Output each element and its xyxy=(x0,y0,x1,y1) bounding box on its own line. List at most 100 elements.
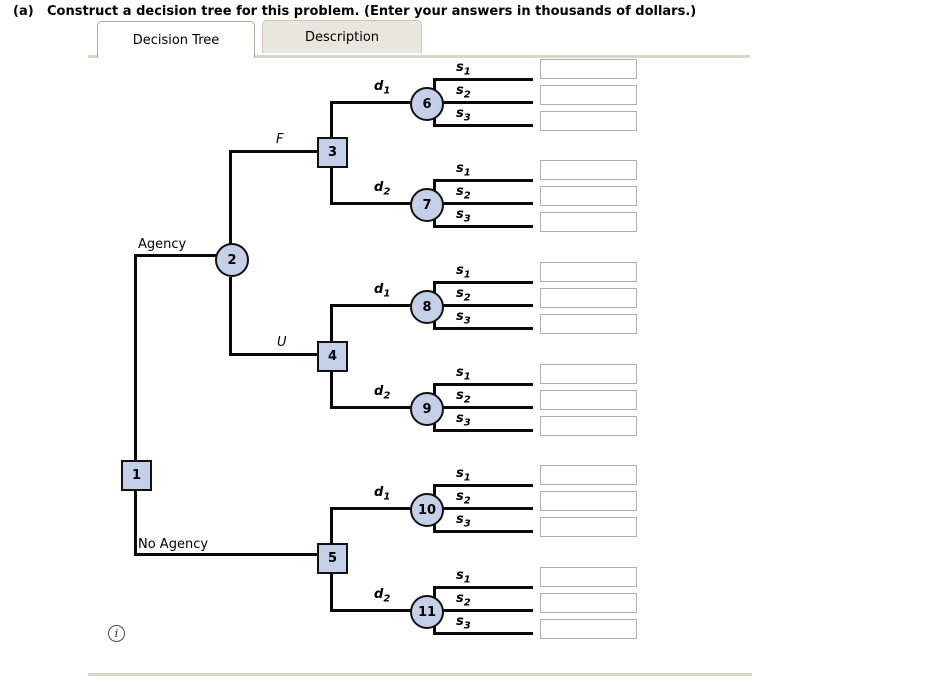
branch-line-noagency-h xyxy=(134,553,318,556)
branch-label-agency: Agency xyxy=(138,237,187,252)
chance-node-10: 10 xyxy=(410,493,444,527)
tab-decision-tree-label: Decision Tree xyxy=(132,32,220,48)
tab-description[interactable]: Description xyxy=(262,20,422,53)
branch-line-s2 xyxy=(433,609,533,612)
answer-input-node10-s1[interactable] xyxy=(540,465,637,485)
branch-line-s1 xyxy=(433,586,533,589)
answer-input-node8-s3[interactable] xyxy=(540,314,637,334)
answer-input-node10-s2[interactable] xyxy=(540,491,637,511)
branch-line-d2 xyxy=(330,609,428,612)
branch-line-s1 xyxy=(433,484,533,487)
branch-line-s3 xyxy=(433,124,533,127)
branch-label-s1: s1 xyxy=(456,161,471,179)
answer-input-node8-s2[interactable] xyxy=(540,288,637,308)
chance-node-8: 8 xyxy=(410,290,444,324)
branch-line-s1 xyxy=(433,179,533,182)
branch-label-s1: s1 xyxy=(456,568,471,586)
branch-label-s2: s2 xyxy=(456,489,471,507)
decision-node-4: 4 xyxy=(317,341,348,372)
branch-label-s2: s2 xyxy=(456,184,471,202)
answer-input-node8-s1[interactable] xyxy=(540,262,637,282)
branch-line-s3 xyxy=(433,327,533,330)
branch-label-s1: s1 xyxy=(456,466,471,484)
branch-line-f-v xyxy=(229,150,232,244)
branch-line-n5-d2-v xyxy=(330,573,333,611)
branch-line-agency-h xyxy=(134,254,218,257)
branch-label-s1: s1 xyxy=(456,365,471,383)
branch-label-d2: d2 xyxy=(374,384,391,402)
branch-label-d1: d1 xyxy=(374,282,391,300)
branch-label-d1: d1 xyxy=(374,485,391,503)
branch-line-u-v xyxy=(229,277,232,355)
branch-label-s2: s2 xyxy=(456,83,471,101)
branch-line-u-h xyxy=(229,353,318,356)
chance-node-7: 7 xyxy=(410,188,444,222)
branch-label-d2: d2 xyxy=(374,587,391,605)
branch-label-s3: s3 xyxy=(456,411,471,429)
branch-line-f-h xyxy=(229,150,318,153)
branch-line-d1 xyxy=(330,304,428,307)
answer-input-node7-s3[interactable] xyxy=(540,212,637,232)
branch-label-s3: s3 xyxy=(456,614,471,632)
branch-line-d2 xyxy=(330,202,428,205)
answer-input-node7-s2[interactable] xyxy=(540,186,637,206)
answer-input-node6-s1[interactable] xyxy=(540,59,637,79)
branch-line-n3-d2-v xyxy=(330,167,333,204)
branch-line-n5-d1-v xyxy=(330,507,333,544)
chance-node-2: 2 xyxy=(215,243,249,277)
branch-line-s2 xyxy=(433,406,533,409)
branch-label-s3: s3 xyxy=(456,309,471,327)
branch-line-d2 xyxy=(330,406,428,409)
branch-line-n4-d1-v xyxy=(330,304,333,342)
branch-label-s2: s2 xyxy=(456,591,471,609)
answer-input-node6-s2[interactable] xyxy=(540,85,637,105)
branch-line-s3 xyxy=(433,632,533,635)
answer-input-node6-s3[interactable] xyxy=(540,111,637,131)
bottom-divider xyxy=(88,673,752,676)
chance-node-9: 9 xyxy=(410,392,444,426)
answer-input-node11-s3[interactable] xyxy=(540,619,637,639)
answer-input-node9-s3[interactable] xyxy=(540,416,637,436)
branch-label-s3: s3 xyxy=(456,207,471,225)
branch-line-n4-d2-v xyxy=(330,371,333,409)
info-icon[interactable]: i xyxy=(108,625,125,642)
decision-node-1: 1 xyxy=(121,460,152,491)
chance-node-6: 6 xyxy=(410,87,444,121)
branch-line-d1 xyxy=(330,507,428,510)
branch-label-d1: d1 xyxy=(374,79,391,97)
branch-label-s3: s3 xyxy=(456,512,471,530)
branch-line-s1 xyxy=(433,281,533,284)
branch-label-u: U xyxy=(277,335,287,350)
branch-line-s2 xyxy=(433,507,533,510)
branch-line-s1 xyxy=(433,78,533,81)
tab-underline xyxy=(88,55,750,58)
answer-input-node9-s2[interactable] xyxy=(540,390,637,410)
branch-line-noagency-v xyxy=(134,489,137,556)
branch-line-s3 xyxy=(433,429,533,432)
branch-label-s1: s1 xyxy=(456,263,471,281)
branch-label-s1: s1 xyxy=(456,60,471,78)
branch-line-s3 xyxy=(433,225,533,228)
branch-label-s2: s2 xyxy=(456,388,471,406)
tab-decision-tree[interactable]: Decision Tree xyxy=(97,21,255,58)
page-title: Construct a decision tree for this probl… xyxy=(47,4,697,19)
branch-line-n3-d1-v xyxy=(330,101,333,138)
branch-label-d2: d2 xyxy=(374,180,391,198)
answer-input-node9-s1[interactable] xyxy=(540,364,637,384)
branch-line-s2 xyxy=(433,101,533,104)
answer-input-node11-s2[interactable] xyxy=(540,593,637,613)
decision-node-3: 3 xyxy=(317,137,348,168)
branch-line-s3 xyxy=(433,530,533,533)
answer-input-node11-s1[interactable] xyxy=(540,567,637,587)
answer-input-node7-s1[interactable] xyxy=(540,160,637,180)
decision-node-5: 5 xyxy=(317,543,348,574)
branch-line-s2 xyxy=(433,304,533,307)
answer-input-node10-s3[interactable] xyxy=(540,517,637,537)
branch-line-s2 xyxy=(433,202,533,205)
branch-label-s2: s2 xyxy=(456,286,471,304)
branch-label-s3: s3 xyxy=(456,106,471,124)
branch-line-d1 xyxy=(330,101,428,104)
chance-node-11: 11 xyxy=(410,595,444,629)
branch-label-no-agency: No Agency xyxy=(138,537,209,552)
part-label: (a) xyxy=(13,4,34,19)
